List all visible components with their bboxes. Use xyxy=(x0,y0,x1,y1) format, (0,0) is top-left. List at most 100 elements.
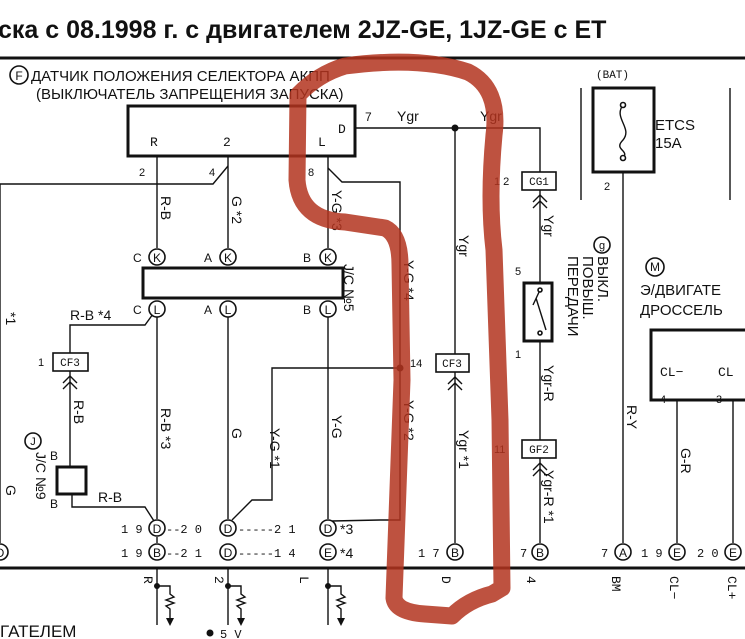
svg-text:CG1: CG1 xyxy=(529,177,549,189)
svg-text:B: B xyxy=(536,546,544,560)
svg-text:CL−: CL− xyxy=(666,576,681,600)
pin-2-label: 2 xyxy=(223,135,231,150)
svg-text:D: D xyxy=(224,546,233,560)
svg-text:E: E xyxy=(324,546,332,560)
svg-text:K: K xyxy=(324,251,332,265)
svg-text:E: E xyxy=(729,546,737,560)
wire-label-rb: R-B xyxy=(158,196,174,220)
svg-text:2: 2 xyxy=(211,576,226,584)
svg-text:ПЕРЕДАЧИ: ПЕРЕДАЧИ xyxy=(564,256,581,337)
pin-num-2: 4 xyxy=(209,167,215,179)
svg-text:4: 4 xyxy=(523,576,538,584)
svg-text:Э/ДВИГАТЕ: Э/ДВИГАТЕ xyxy=(640,282,721,299)
svg-text:*4: *4 xyxy=(340,545,353,561)
svg-text:CL−: CL− xyxy=(660,365,684,380)
svg-text:5: 5 xyxy=(515,266,521,278)
svg-text:1 7: 1 7 xyxy=(418,547,440,561)
wire-label-yg1: Y-G *1 xyxy=(267,428,283,469)
svg-text:2 0: 2 0 xyxy=(697,547,719,561)
svg-text:1 9: 1 9 xyxy=(121,523,143,537)
ecu-pin-labels: R 2 L D 4 BM CL− CL+ xyxy=(140,576,739,600)
svg-text:GF2: GF2 xyxy=(529,445,549,457)
pin-L-label: L xyxy=(318,135,326,150)
svg-text:A: A xyxy=(204,251,212,265)
wire-label-rb: R-B xyxy=(98,489,122,505)
sensor-subtitle: (ВЫКЛЮЧАТЕЛЬ ЗАПРЕЩЕНИЯ ЗАПУСКА) xyxy=(36,86,344,103)
svg-text:D: D xyxy=(438,576,453,584)
wire-label-rb4: R-B *4 xyxy=(70,307,111,323)
wire-label-rb3: R-B *3 xyxy=(158,408,174,449)
svg-text:CF3: CF3 xyxy=(442,359,462,371)
svg-text:1 9: 1 9 xyxy=(641,547,663,561)
wire-label-rb: R-B xyxy=(71,400,87,424)
svg-text:D: D xyxy=(0,546,5,560)
pin-R-label: R xyxy=(150,135,158,150)
svg-text:7: 7 xyxy=(520,547,527,561)
svg-text:D: D xyxy=(153,522,162,536)
svg-text:B: B xyxy=(303,251,311,265)
svg-text:7: 7 xyxy=(601,547,608,561)
svg-text:B: B xyxy=(303,303,311,317)
svg-text:A: A xyxy=(204,303,212,317)
svg-text:CL: CL xyxy=(718,365,734,380)
svg-text:F: F xyxy=(15,69,22,83)
wire-label-gr: G-R xyxy=(678,448,694,474)
svg-text:15A: 15A xyxy=(655,135,682,152)
svg-text:B: B xyxy=(451,546,459,560)
svg-text:1 9: 1 9 xyxy=(121,547,143,561)
wire-label-g: G xyxy=(3,485,19,496)
footer-text: ГАТЕЛЕМ xyxy=(0,622,76,639)
svg-text:L: L xyxy=(225,303,232,317)
wire-label-star1: *1 xyxy=(3,312,19,325)
svg-text:D: D xyxy=(324,522,333,536)
svg-text:J/C №5: J/C №5 xyxy=(341,264,357,312)
svg-text:D: D xyxy=(224,522,233,536)
ecu-connector-row-2: D 1 9 B --2 1 D -----1 4 E *4 1 7 B 7 B … xyxy=(0,543,742,561)
svg-text:BM: BM xyxy=(608,576,623,592)
neutral-start-switch-box xyxy=(126,104,357,158)
svg-text:L: L xyxy=(325,303,332,317)
supply-voltage: 5 V xyxy=(220,628,242,639)
svg-text:B: B xyxy=(153,546,161,560)
svg-text:B: B xyxy=(50,449,58,463)
pin-num-L: 8 xyxy=(308,167,314,179)
overdrive-switch: 5 1 g ВЫКЛ. ПОВЫШ. ПЕРЕДАЧИ xyxy=(515,236,611,361)
wire-label-g: G xyxy=(229,428,245,439)
connector-cf3-left: CF3 1 xyxy=(38,352,89,390)
svg-text:L: L xyxy=(154,303,161,317)
svg-text:-----2 1: -----2 1 xyxy=(238,523,296,537)
svg-text:2: 2 xyxy=(604,181,610,193)
svg-text:ДРОССЕЛЬ: ДРОССЕЛЬ xyxy=(640,302,723,319)
svg-text:J/C №9: J/C №9 xyxy=(33,452,49,500)
svg-text:E: E xyxy=(673,546,681,560)
svg-text:A: A xyxy=(619,546,627,560)
wire-label-yg: Y-G xyxy=(329,415,345,439)
svg-text:M: M xyxy=(650,260,660,274)
sensor-badge: F xyxy=(9,65,29,85)
svg-text:L: L xyxy=(296,576,311,584)
wire-label-ygr: Ygr xyxy=(397,108,419,124)
wire-label-ry: R-Y xyxy=(624,405,640,430)
svg-text:1: 1 xyxy=(515,349,521,361)
svg-text:--2 1: --2 1 xyxy=(166,547,202,561)
svg-text:K: K xyxy=(224,251,232,265)
svg-text:K: K xyxy=(153,251,161,265)
svg-text:--2 0: --2 0 xyxy=(166,523,202,537)
svg-text:4: 4 xyxy=(660,394,666,406)
svg-text:g: g xyxy=(599,240,605,252)
svg-text:CF3: CF3 xyxy=(60,358,80,370)
hand-drawn-annotation xyxy=(288,53,511,625)
wire-label-ygr: Ygr xyxy=(541,215,557,237)
svg-text:ВЫКЛ.: ВЫКЛ. xyxy=(594,256,611,302)
wire-label-ygr-r: Ygr-R xyxy=(541,365,557,402)
wire-label-ygr: Ygr xyxy=(456,235,472,257)
svg-text:ПОВЫШ.: ПОВЫШ. xyxy=(579,256,596,320)
svg-text:J: J xyxy=(30,436,36,448)
svg-text:1: 1 xyxy=(38,357,44,369)
svg-text:B: B xyxy=(50,497,58,511)
sensor-title: ДАТЧИК ПОЛОЖЕНИЯ СЕЛЕКТОРА АКПП xyxy=(31,68,330,85)
pin-num-D: 7 xyxy=(365,110,372,124)
